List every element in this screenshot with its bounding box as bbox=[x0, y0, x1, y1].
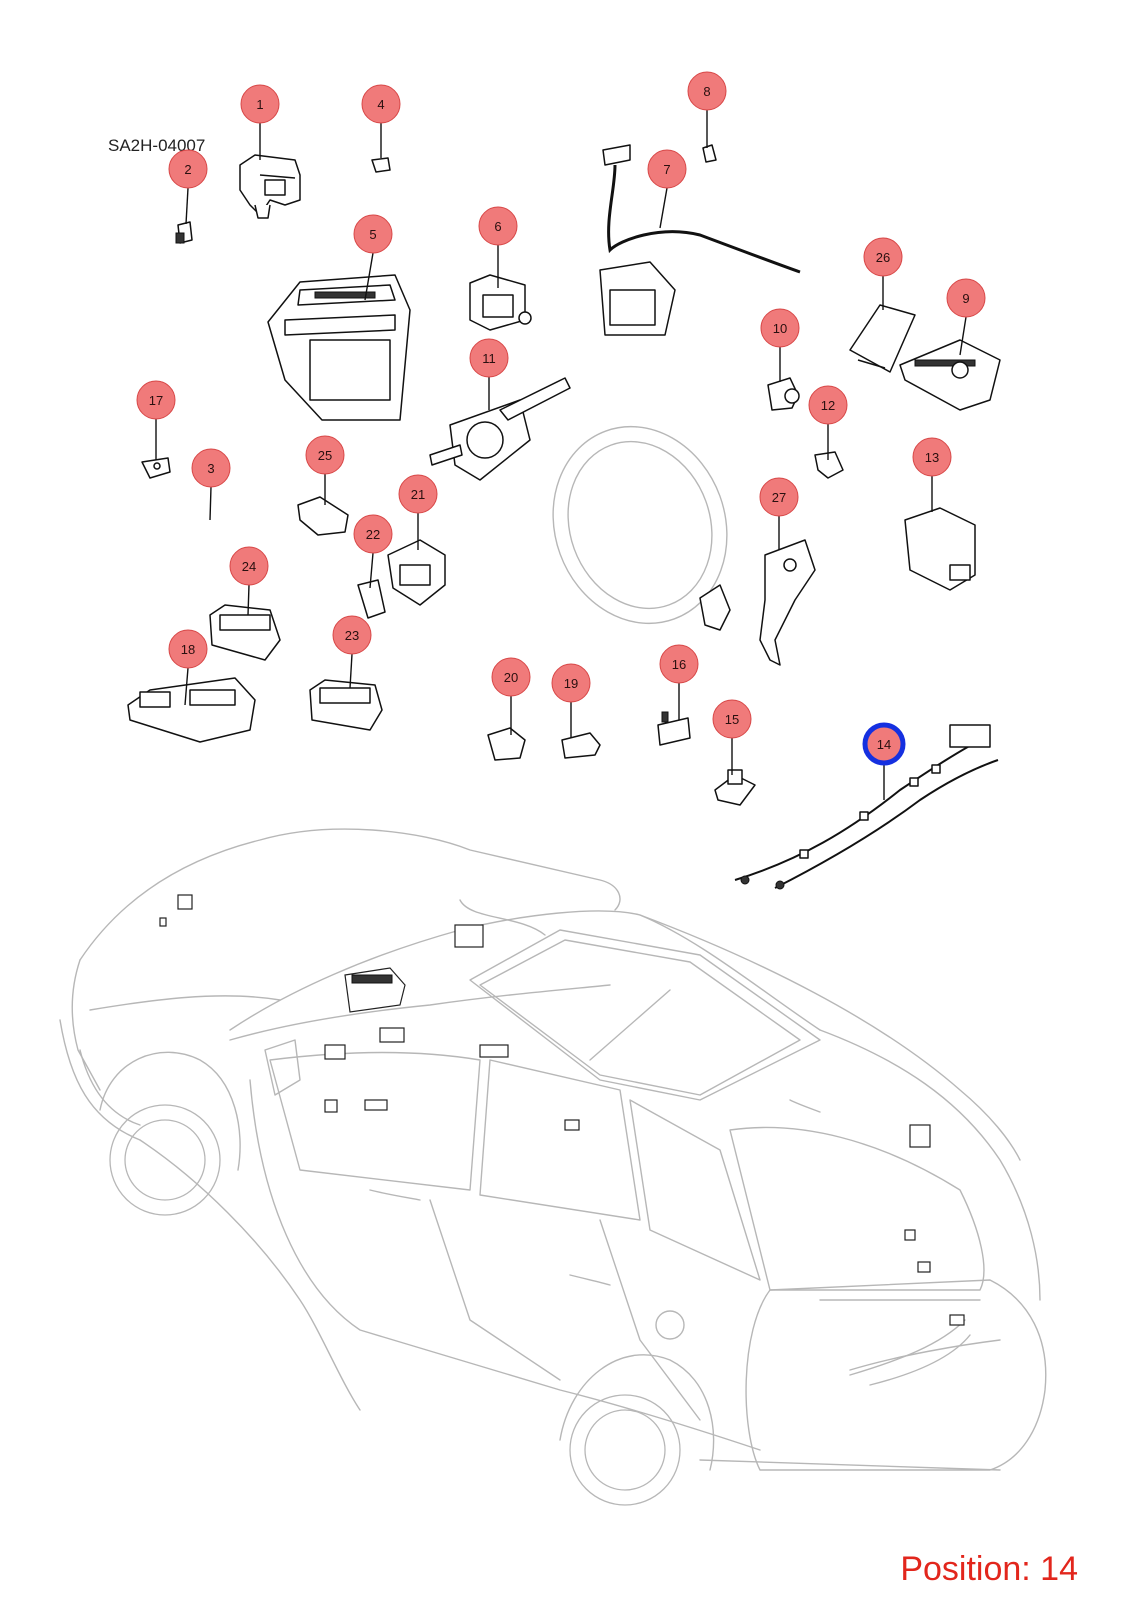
part-27-steering-wheel-switches bbox=[552, 425, 816, 666]
callout-23[interactable]: 23 bbox=[332, 615, 372, 655]
part-8-clip bbox=[702, 144, 717, 163]
callout-7[interactable]: 7 bbox=[647, 149, 687, 189]
part-4-clip bbox=[371, 157, 391, 173]
part-22-connector bbox=[357, 579, 386, 619]
part-16-switch bbox=[657, 711, 691, 746]
callout-26[interactable]: 26 bbox=[863, 237, 903, 277]
callout-12[interactable]: 12 bbox=[808, 385, 848, 425]
callout-number: 22 bbox=[366, 527, 380, 542]
callout-number: 9 bbox=[962, 291, 969, 306]
part-21-control-unit bbox=[387, 539, 446, 606]
callout-16[interactable]: 16 bbox=[659, 644, 699, 684]
callout-number: 4 bbox=[377, 97, 384, 112]
part-12-sensor bbox=[814, 451, 844, 479]
callout-number: 11 bbox=[482, 351, 496, 366]
callout-number: 10 bbox=[773, 321, 787, 336]
callout-24[interactable]: 24 bbox=[229, 546, 269, 586]
part-19-switch bbox=[561, 732, 601, 759]
callout-number: 6 bbox=[494, 219, 501, 234]
callout-21[interactable]: 21 bbox=[398, 474, 438, 514]
part-7-cable-camera bbox=[599, 144, 801, 336]
callout-10[interactable]: 10 bbox=[760, 308, 800, 348]
callout-number: 12 bbox=[821, 398, 835, 413]
part-6-control-unit bbox=[469, 274, 532, 331]
callout-4[interactable]: 4 bbox=[361, 84, 401, 124]
callout-22[interactable]: 22 bbox=[353, 514, 393, 554]
position-label: Position: 14 bbox=[900, 1550, 1078, 1588]
callout-20[interactable]: 20 bbox=[491, 657, 531, 697]
callout-number: 27 bbox=[772, 490, 786, 505]
callout-number: 21 bbox=[411, 487, 425, 502]
part-25-switch bbox=[297, 496, 349, 536]
callout-3[interactable]: 3 bbox=[191, 448, 231, 488]
callout-11[interactable]: 11 bbox=[469, 338, 509, 378]
callout-number: 26 bbox=[876, 250, 890, 265]
part-13-control-unit bbox=[904, 507, 976, 591]
callout-9[interactable]: 9 bbox=[946, 278, 986, 318]
callout-number: 7 bbox=[663, 162, 670, 177]
callout-13[interactable]: 13 bbox=[912, 437, 952, 477]
callout-5[interactable]: 5 bbox=[353, 214, 393, 254]
part-14-harness bbox=[734, 724, 999, 890]
vehicle-installed-parts bbox=[159, 894, 971, 1386]
callout-number: 8 bbox=[703, 84, 710, 99]
callout-number: 2 bbox=[184, 162, 191, 177]
callout-8[interactable]: 8 bbox=[687, 71, 727, 111]
part-20-switch bbox=[487, 727, 526, 761]
callout-17[interactable]: 17 bbox=[136, 380, 176, 420]
vehicle-outline bbox=[59, 828, 1047, 1506]
callout-1[interactable]: 1 bbox=[240, 84, 280, 124]
diagram-code: SA2H-04007 bbox=[108, 136, 206, 155]
callout-number: 1 bbox=[256, 97, 263, 112]
callout-15[interactable]: 15 bbox=[712, 699, 752, 739]
leader-lines bbox=[155, 110, 967, 800]
part-26-module bbox=[849, 304, 916, 373]
callout-number: 23 bbox=[345, 628, 359, 643]
callout-number: 18 bbox=[181, 642, 195, 657]
callout-number: 5 bbox=[369, 227, 376, 242]
callout-number: 19 bbox=[564, 676, 578, 691]
part-15-button bbox=[714, 769, 756, 806]
part-24-switch-block bbox=[209, 604, 281, 661]
part-11-steering-column-switch bbox=[429, 377, 571, 481]
part-5-display-housing bbox=[267, 274, 411, 421]
callout-6[interactable]: 6 bbox=[478, 206, 518, 246]
part-18-window-switch bbox=[127, 677, 256, 743]
part-2-connector bbox=[175, 221, 193, 244]
callout-number: 3 bbox=[207, 461, 214, 476]
part-9-switch-panel bbox=[899, 339, 1001, 411]
callout-number: 13 bbox=[925, 450, 939, 465]
callout-number: 15 bbox=[725, 712, 739, 727]
callout-number: 14 bbox=[877, 737, 891, 752]
callout-25[interactable]: 25 bbox=[305, 435, 345, 475]
callout-number: 25 bbox=[318, 448, 332, 463]
callout-18[interactable]: 18 bbox=[168, 629, 208, 669]
callout-number: 16 bbox=[672, 657, 686, 672]
part-10-sensor bbox=[767, 377, 800, 411]
part-23-switch-block bbox=[309, 679, 383, 731]
callout-number: 20 bbox=[504, 670, 518, 685]
callout-number: 24 bbox=[242, 559, 256, 574]
callout-27[interactable]: 27 bbox=[759, 477, 799, 517]
callout-number: 17 bbox=[149, 393, 163, 408]
part-1-module bbox=[239, 154, 301, 219]
part-17-bracket bbox=[141, 457, 171, 479]
callout-14[interactable]: 14 bbox=[862, 722, 906, 766]
callout-2[interactable]: 2 bbox=[168, 149, 208, 189]
callout-19[interactable]: 19 bbox=[551, 663, 591, 703]
